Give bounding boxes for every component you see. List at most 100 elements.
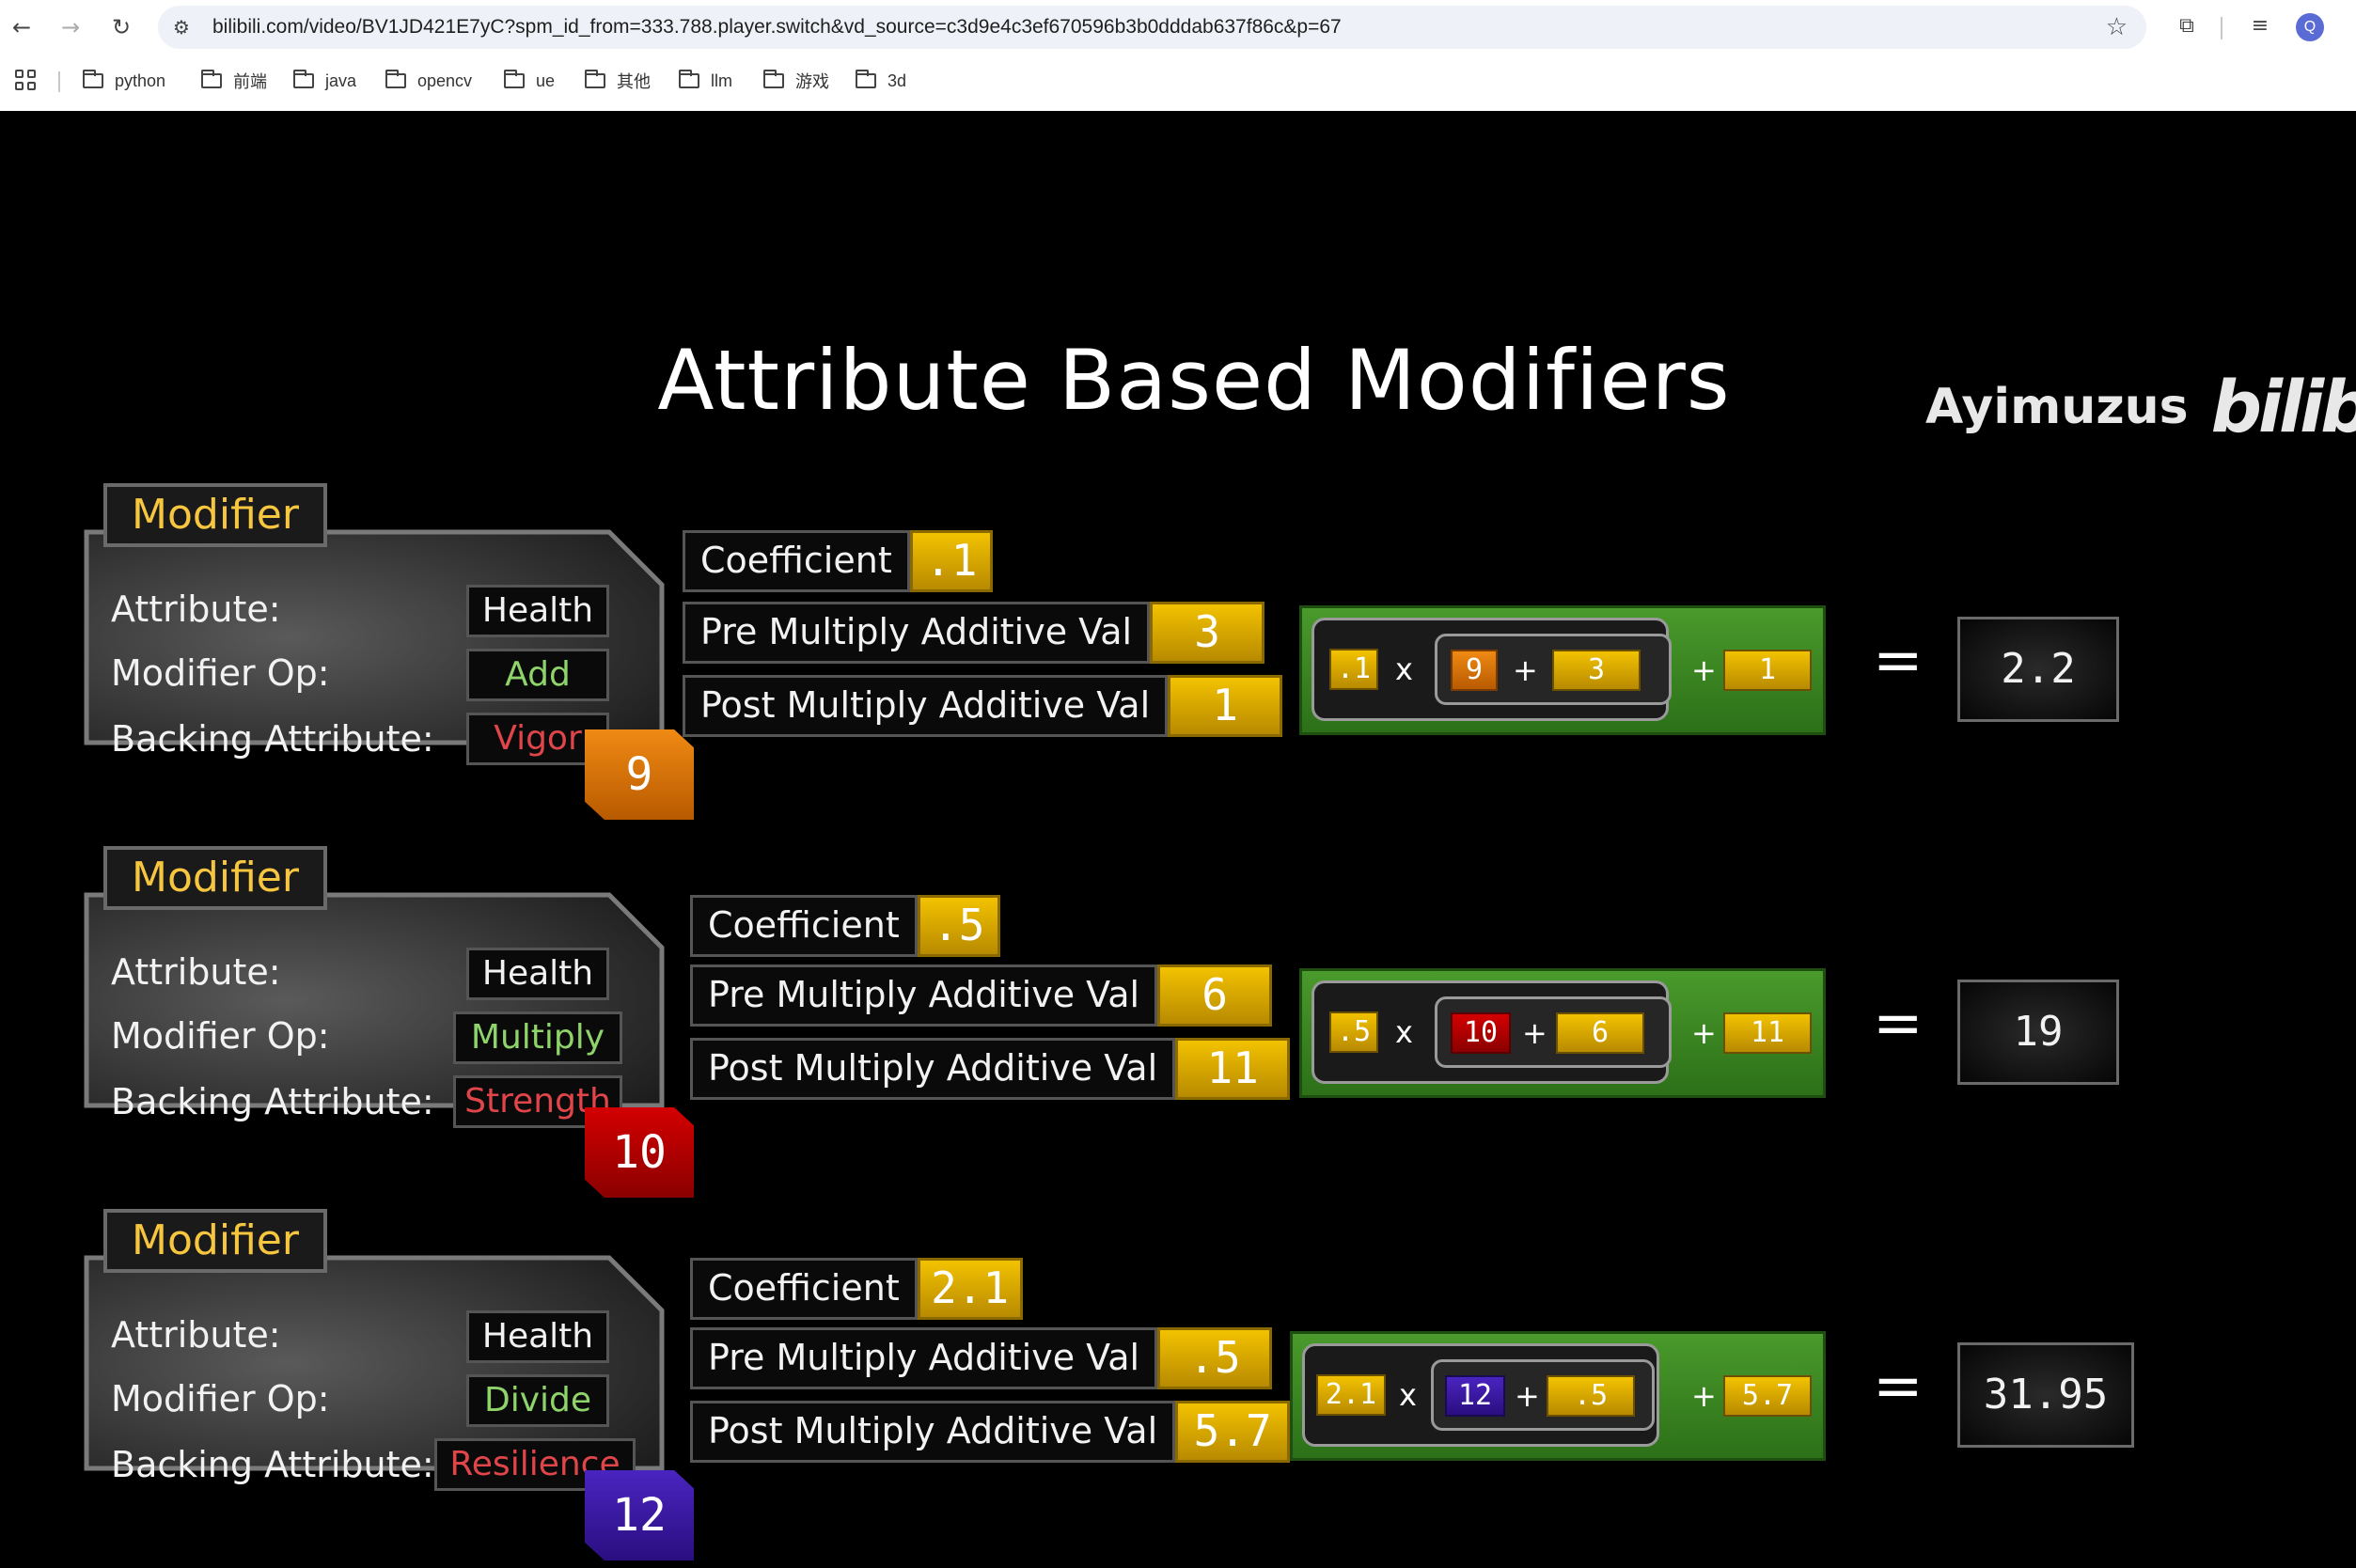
modifier-op-label: Modifier Op: (111, 1378, 330, 1419)
folder-icon (856, 70, 876, 88)
site-info-icon[interactable]: ⚙ (173, 16, 190, 39)
formula-panel: .5 x 10 + 6 + 11 (1299, 968, 1826, 1098)
backing-attribute-label: Backing Attribute: (111, 718, 434, 760)
formula-post-multiply: 1 (1723, 650, 1812, 691)
folder-icon (201, 70, 222, 88)
formula-plus: + (1513, 652, 1538, 688)
formula-plus: + (1522, 1015, 1547, 1051)
extensions-icon[interactable]: ⧉ (2179, 14, 2194, 38)
bookmark-label: java (325, 71, 357, 90)
backing-attribute-number: 9 (585, 729, 694, 820)
folder-icon (504, 70, 525, 88)
formula-pre-multiply: 3 (1552, 650, 1641, 691)
bookmark-other[interactable]: 其他 (585, 68, 651, 94)
pre-multiply-row: Pre Multiply Additive Val 6 (690, 964, 1273, 1027)
bookmark-frontend[interactable]: 前端 (201, 68, 267, 94)
post-multiply-value: 5.7 (1175, 1401, 1291, 1463)
bookmark-label: python (115, 71, 166, 90)
reload-icon[interactable]: ↻ (111, 14, 132, 40)
modifier-op-value: Divide (466, 1374, 609, 1427)
coefficient-value: .1 (909, 530, 993, 592)
bookmark-llm[interactable]: llm (679, 68, 732, 94)
formula-inner: .5 x 10 + 6 (1312, 980, 1672, 1084)
slide-title: Attribute Based Modifiers (657, 332, 1731, 429)
attribute-value: Health (466, 585, 609, 637)
formula-plus: + (1691, 1015, 1717, 1051)
back-arrow-icon[interactable]: ← (11, 14, 32, 40)
bookmark-label: 前端 (233, 72, 267, 91)
profile-avatar[interactable]: Q (2296, 13, 2324, 41)
coefficient-row: Coefficient 2.1 (690, 1258, 1023, 1320)
video-player[interactable]: Attribute Based Modifiers Ayimuzus bilib… (0, 111, 2356, 1568)
modifier-op-value: Multiply (453, 1011, 622, 1064)
bookmark-label: 其他 (617, 72, 651, 91)
formula-post-multiply: 11 (1723, 1012, 1812, 1054)
formula-group: 10 + 6 (1435, 996, 1672, 1068)
attribute-value: Health (466, 1310, 609, 1363)
result-value: 19 (1957, 980, 2119, 1085)
attribute-label: Attribute: (111, 1314, 281, 1356)
post-multiply-label: Post Multiply Additive Val (683, 675, 1169, 737)
apps-grid-icon[interactable] (15, 70, 38, 92)
watermark-author: Ayimuzus (1925, 378, 2189, 435)
bookmark-label: ue (536, 71, 556, 90)
attribute-value: Health (466, 948, 609, 1000)
folder-icon (83, 70, 103, 88)
bookmark-label: 3d (887, 71, 907, 90)
bookmark-star-icon[interactable]: ☆ (2105, 13, 2128, 41)
address-bar[interactable]: ⚙ bilibili.com/video/BV1JD421E7yC?spm_id… (158, 6, 2146, 49)
media-controls-icon[interactable]: ≡ (2251, 14, 2270, 38)
folder-icon (385, 70, 406, 88)
formula-backing-attribute: 10 (1451, 1012, 1511, 1054)
post-multiply-row: Post Multiply Additive Val 11 (690, 1038, 1291, 1100)
equals-sign: = (1873, 989, 1924, 1058)
bookmark-label: 游戏 (795, 72, 829, 91)
equals-sign: = (1873, 1352, 1924, 1421)
bookmark-3d[interactable]: 3d (856, 68, 906, 94)
modifier-op-value: Add (466, 649, 609, 701)
modifier-card: Modifier Attribute: Modifier Op: Backing… (83, 846, 694, 1198)
bilibili-logo: bilibili (2210, 365, 2356, 448)
coefficient-row: Coefficient .5 (690, 895, 1000, 957)
bookmark-games[interactable]: 游戏 (763, 68, 829, 94)
formula-coefficient: 2.1 (1316, 1374, 1386, 1416)
formula-backing-attribute: 9 (1451, 650, 1498, 691)
modifier-card: Modifier Attribute: Modifier Op: Backing… (83, 1209, 694, 1560)
modifier-op-label: Modifier Op: (111, 1015, 330, 1057)
pre-multiply-label: Pre Multiply Additive Val (690, 1327, 1158, 1389)
coefficient-value: 2.1 (917, 1258, 1023, 1320)
formula-pre-multiply: .5 (1547, 1375, 1635, 1417)
bookmark-java[interactable]: java (293, 68, 356, 94)
pre-multiply-row: Pre Multiply Additive Val 3 (683, 602, 1265, 664)
formula-pre-multiply: 6 (1556, 1012, 1644, 1054)
bookmark-python[interactable]: python (83, 68, 165, 94)
backing-attribute-number: 12 (585, 1470, 694, 1560)
formula-plus: + (1691, 1378, 1717, 1414)
bookmarks-divider (58, 71, 60, 92)
bookmark-label: llm (711, 71, 732, 90)
pre-multiply-value: 3 (1150, 602, 1265, 664)
formula-inner: .1 x 9 + 3 (1312, 618, 1672, 721)
modifier-op-label: Modifier Op: (111, 652, 330, 694)
backing-attribute-number: 10 (585, 1107, 694, 1198)
post-multiply-row: Post Multiply Additive Val 5.7 (690, 1401, 1291, 1463)
bookmark-opencv[interactable]: opencv (385, 68, 472, 94)
attribute-label: Attribute: (111, 588, 281, 630)
bilibili-watermark: Ayimuzus bilibili (1925, 365, 2356, 448)
modifier-card: Modifier Attribute: Modifier Op: Backing… (83, 483, 694, 820)
pre-multiply-row: Pre Multiply Additive Val .5 (690, 1327, 1273, 1389)
url-text[interactable]: bilibili.com/video/BV1JD421E7yC?spm_id_f… (212, 16, 1342, 38)
post-multiply-label: Post Multiply Additive Val (690, 1401, 1176, 1463)
folder-icon (763, 70, 784, 88)
bookmarks-bar: python 前端 java opencv ue 其他 llm 游戏 3d (0, 60, 2356, 102)
equals-sign: = (1873, 626, 1924, 696)
coefficient-label: Coefficient (690, 1258, 918, 1320)
formula-coefficient: .1 (1329, 649, 1378, 690)
forward-arrow-icon[interactable]: → (60, 14, 81, 40)
backing-attribute-label: Backing Attribute: (111, 1444, 434, 1485)
post-multiply-value: 1 (1168, 675, 1283, 737)
formula-coefficient: .5 (1329, 1011, 1378, 1053)
bookmark-label: opencv (417, 71, 473, 90)
post-multiply-value: 11 (1175, 1038, 1291, 1100)
bookmark-ue[interactable]: ue (504, 68, 555, 94)
